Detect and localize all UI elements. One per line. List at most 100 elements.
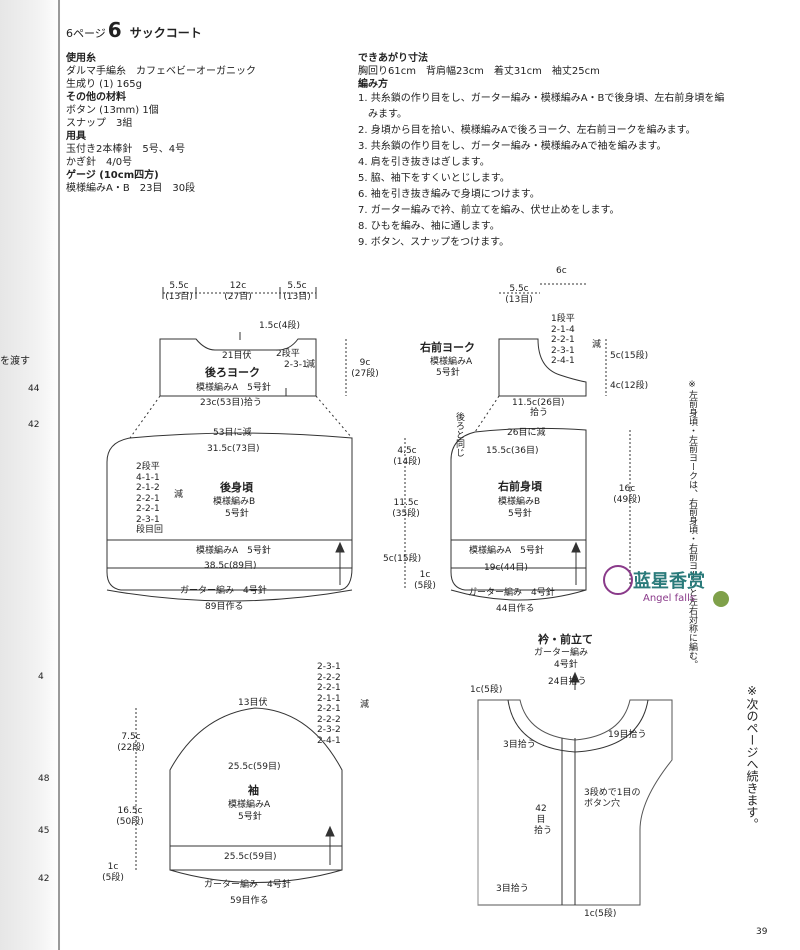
dim-label: 11.5c(35段) — [392, 498, 420, 519]
watermark-logo: 蓝星香赏 Angel falls — [603, 565, 733, 615]
method-step: 1. 共糸鎖の作り目をし、ガーター編み・模様編みA・Bで後身頃、左右前身頃を編 — [358, 93, 725, 104]
right-yoke-title: 右前ヨーク — [420, 341, 475, 354]
sleeve-outline — [169, 707, 343, 871]
right-cast-on: 44目作る — [496, 604, 535, 614]
right-garter: ガーター編み 4号針 — [468, 588, 555, 598]
dec-mark: 減 — [306, 360, 316, 370]
dim-label: 6c — [556, 266, 567, 276]
method-steps: 1. 共糸鎖の作り目をし、ガーター編み・模様編みA・Bで後身頃、左右前身頃を編 … — [358, 91, 788, 251]
needles: 玉付き2本棒針 5号、4号 — [66, 144, 186, 155]
dim-label: 1c(5段) — [102, 862, 124, 883]
dim-label: 12c(27目) — [224, 281, 252, 302]
dim-label: 4.5c(14段) — [393, 446, 421, 467]
method-step: みます。 — [358, 109, 407, 120]
arrow-head — [335, 541, 345, 553]
margin-number: 4 — [38, 672, 44, 682]
arrow-head — [571, 541, 581, 553]
instructions-block: できあがり寸法 胸回り61cm 背肩幅23cm 着丈31cm 袖丈25cm 編み… — [358, 52, 788, 251]
back-pattern-a: 模様編みA 5号針 — [196, 546, 271, 556]
right-yoke-pickup2: 拾う — [530, 408, 549, 418]
dim-label: 1c(5段) — [584, 909, 617, 919]
sleeve-pattern: 模様編みA — [228, 800, 271, 810]
back-body-needle: 5号針 — [225, 509, 249, 519]
sleeve-title: 袖 — [248, 784, 259, 797]
other-materials-heading: その他の材料 — [66, 92, 126, 103]
method-step: 2. 身頃から目を拾い、模様編みAで後ろヨーク、左右前ヨークを編みます。 — [358, 125, 696, 136]
sleeve-bind: 13目伏 — [238, 698, 268, 708]
right-top-dec: 26目に減 — [507, 428, 546, 438]
collar-pick19: 19目拾う — [608, 730, 647, 740]
right-body-pattern: 模様編みB — [498, 497, 541, 507]
margin-number: 42 — [38, 874, 50, 884]
dec-mark: 減 — [174, 490, 184, 500]
cast-on-curve — [450, 589, 587, 601]
back-top-dec: 53目に減 — [213, 428, 252, 438]
back-yoke-pickup: 23c(53目)拾う — [200, 398, 262, 408]
materials-block: 使用糸 ダルマ手編糸 カフェベビーオーガニック 生成り (1) 165g その他… — [66, 52, 346, 195]
logo-text: 蓝星香赏 — [633, 571, 705, 592]
snap-material: スナップ 3組 — [66, 118, 133, 129]
margin-number: 44 — [28, 384, 40, 394]
fold-guide — [315, 395, 353, 439]
collar-pick3a: 3目拾う — [503, 740, 536, 750]
dim-label: 5.5c(13目) — [505, 284, 533, 305]
size-heading: できあがり寸法 — [358, 53, 428, 64]
logo-figure-icon — [603, 565, 633, 595]
sleeve-cast-on: 59目作る — [230, 896, 269, 906]
method-step: 8. ひもを編み、袖に通します。 — [358, 221, 500, 232]
right-width: 15.5c(36目) — [486, 446, 539, 456]
gauge-heading: ゲージ (10cm四方) — [66, 170, 159, 181]
front-height-label: 16c(49段) — [613, 484, 641, 505]
cast-on-curve — [169, 869, 343, 883]
arrow-head — [570, 671, 580, 683]
back-yoke-title: 後ろヨーク — [205, 366, 260, 379]
method-heading: 編み方 — [358, 79, 388, 90]
margin-number: 48 — [38, 774, 50, 784]
binding-line — [58, 0, 60, 950]
neck-depth-label: 1.5c(4段) — [259, 321, 301, 331]
margin-text: を渡す — [0, 356, 30, 367]
sleeve-width-bot: 25.5c(59目) — [224, 852, 277, 862]
collar-garter: ガーター編み — [534, 648, 589, 658]
dim-label: 1c(5段) — [414, 570, 436, 591]
back-body-outline — [106, 432, 353, 591]
right-yoke-outline — [498, 338, 587, 397]
dim-label: 7.5c(22段) — [117, 732, 145, 753]
fold-guide — [474, 395, 500, 433]
method-step: 9. ボタン、スナップをつけます。 — [358, 237, 510, 248]
collar-needle: 4号針 — [554, 660, 578, 670]
gauge: 模様編みA・B 23目 30段 — [66, 183, 196, 194]
cast-on-curve — [106, 589, 353, 602]
right-body-needle: 5号針 — [508, 509, 532, 519]
right-body-title: 右前身頃 — [498, 480, 542, 493]
back-garter: ガーター編み 4号針 — [180, 586, 267, 596]
collar-pick3b: 3目拾う — [496, 884, 529, 894]
method-step: 4. 肩を引き抜きはぎします。 — [358, 157, 490, 168]
dim-label: 5.5c(13目) — [165, 281, 193, 302]
collar-outline — [477, 699, 673, 906]
method-step: 7. ガーター編みで衿、前立てを編み、伏せ止めをします。 — [358, 205, 620, 216]
method-step: 6. 袖を引き抜き編みで身頃につけます。 — [358, 189, 540, 200]
page-number: 6 — [107, 18, 122, 42]
right-bottom-width: 19c(44目) — [484, 563, 528, 573]
back-yoke-pattern: 模様編みA 5号針 — [196, 383, 271, 393]
fold-guide — [129, 395, 161, 439]
next-page-note: ※次のページへ続きます。 — [745, 684, 759, 830]
sleeve-garter: ガーター編み 4号針 — [204, 880, 291, 890]
yarn-color: 生成り (1) 165g — [66, 79, 142, 90]
yarn-heading: 使用糸 — [66, 53, 96, 64]
yarn-name: ダルマ手編糸 カフェベビーオーガニック — [66, 66, 256, 77]
margin-number: 42 — [28, 420, 40, 430]
collar-title: 衿・前立て — [538, 633, 593, 646]
dec-label: 2-3-1 — [284, 360, 308, 370]
sleeve-needle: 5号針 — [238, 812, 262, 822]
dec-mark: 減 — [592, 340, 602, 350]
mirror-note: ※左前身頃・左前ヨークは、右前身頃・右前ヨークと左右対称に編む。 — [687, 380, 697, 669]
right-pattern-a: 模様編みA 5号針 — [469, 546, 544, 556]
right-yoke-pickup: 11.5c(26目) — [512, 398, 565, 408]
sleeve-width-top: 25.5c(59目) — [228, 762, 281, 772]
